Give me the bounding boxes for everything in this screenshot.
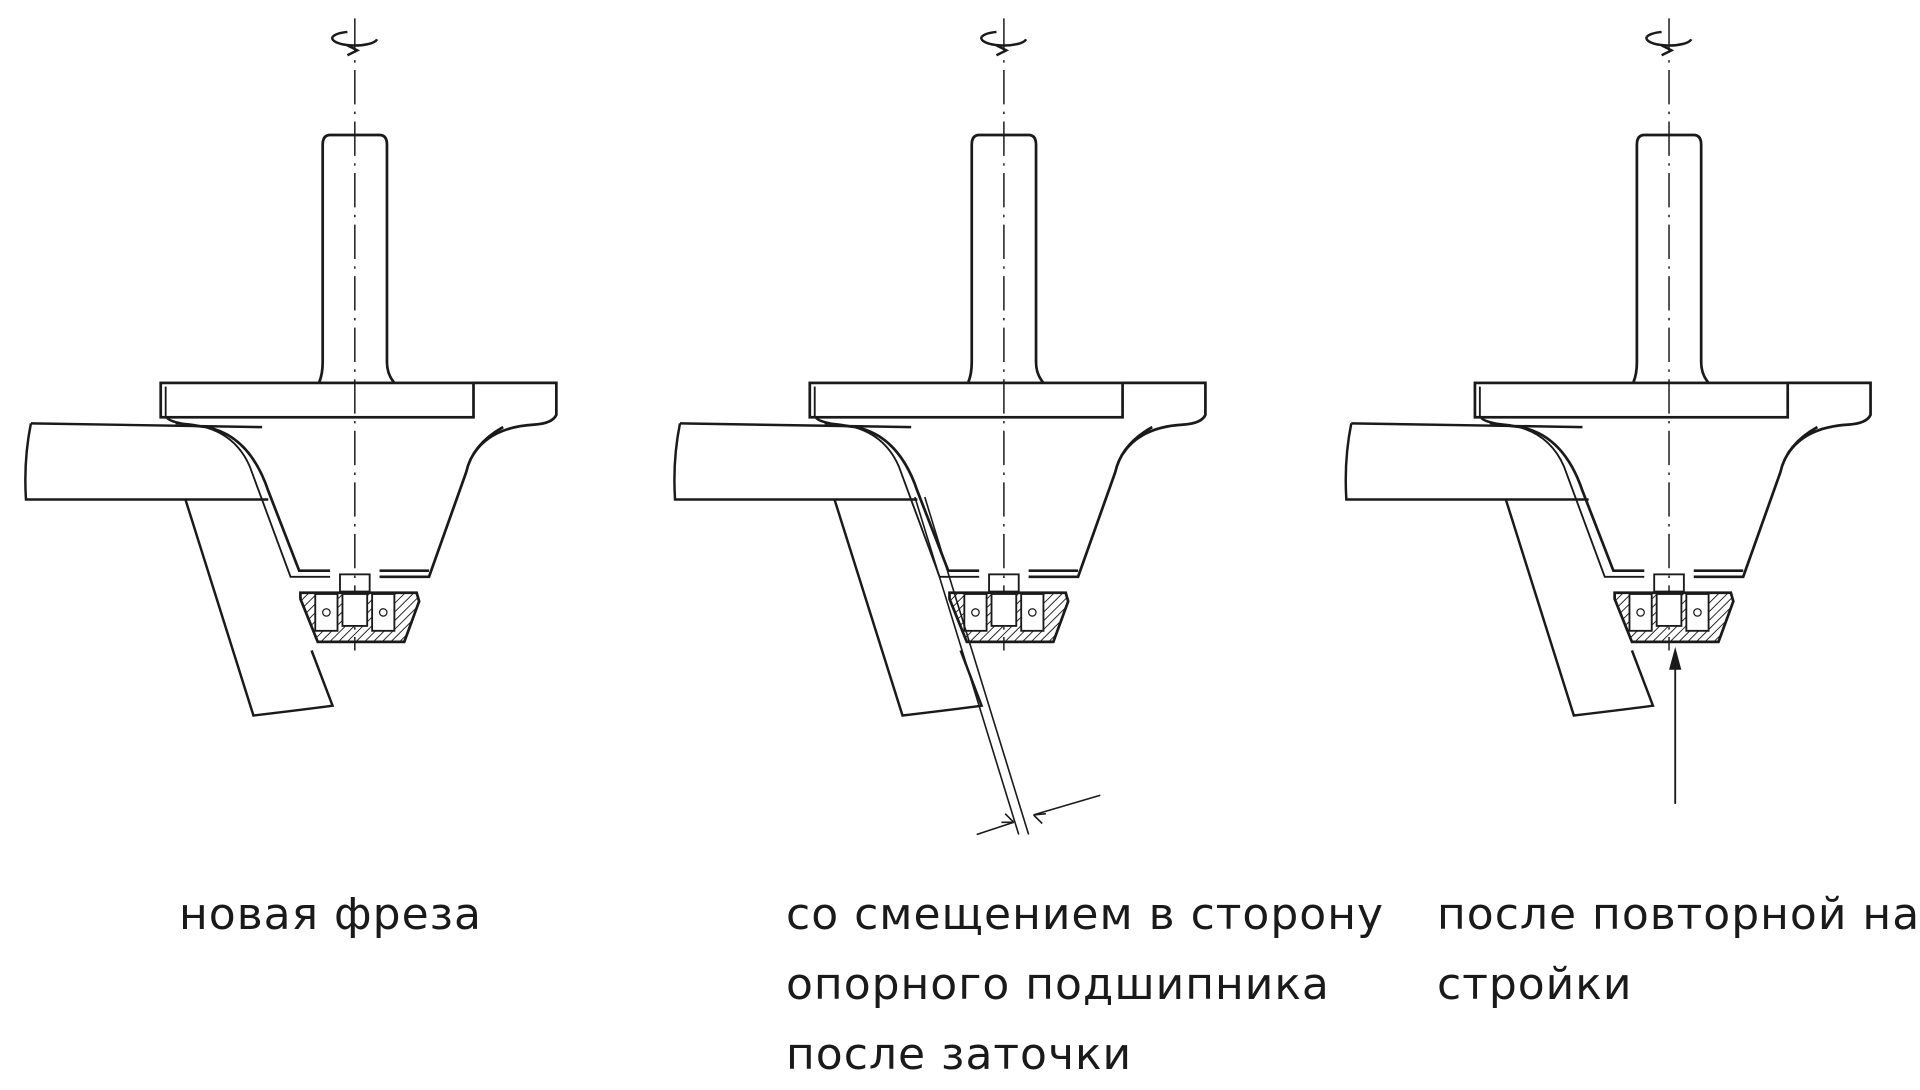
- caption-after-readjustment: после повторной на- стройки: [1437, 880, 1920, 1020]
- panel-new-cutter: [24, 17, 558, 717]
- caption-line: стройки: [1437, 959, 1633, 1010]
- caption-line: со смещением в сторону: [786, 889, 1384, 940]
- caption-line: опорного подшипника: [786, 959, 1330, 1010]
- offset-dimension: [914, 496, 1101, 836]
- caption-line: после заточки: [786, 1029, 1133, 1080]
- caption-line: новая фреза: [179, 889, 483, 940]
- reference-arrow: [1669, 646, 1682, 804]
- caption-after-sharpening: со смещением в сторону опорного подшипни…: [786, 880, 1384, 1090]
- caption-new-cutter: новая фреза: [179, 880, 482, 950]
- panel-after-readjustment: [1344, 17, 1872, 804]
- panel-after-sharpening: [673, 17, 1207, 836]
- caption-line: после повторной на-: [1437, 889, 1920, 940]
